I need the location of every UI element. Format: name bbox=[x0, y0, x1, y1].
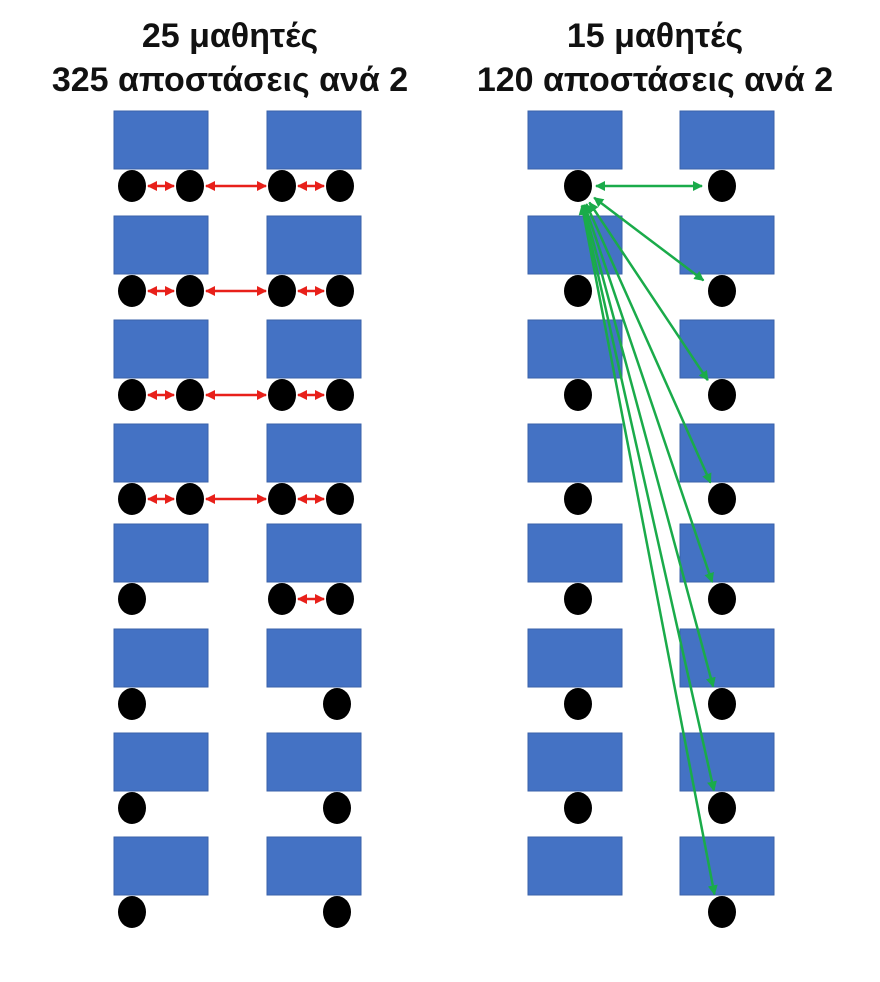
student-left-r1-1 bbox=[118, 170, 146, 202]
right-panel bbox=[527, 110, 775, 928]
student-right-c1-r6 bbox=[564, 688, 592, 720]
student-left-r3-4 bbox=[326, 379, 354, 411]
student-left-r3-2 bbox=[176, 379, 204, 411]
student-right-c2-r7 bbox=[708, 792, 736, 824]
desk-left-r1-c2 bbox=[266, 110, 362, 170]
desk-left-r2-c2 bbox=[266, 215, 362, 275]
student-left-r1-3 bbox=[268, 170, 296, 202]
desk-left-r4-c2 bbox=[266, 423, 362, 483]
student-left-r5-2 bbox=[268, 583, 296, 615]
student-right-c1-r5 bbox=[564, 583, 592, 615]
student-right-c2-r1 bbox=[708, 170, 736, 202]
desk-right-r2-c2 bbox=[679, 215, 775, 275]
desk-left-r3-c1 bbox=[113, 319, 209, 379]
left-student-count: 25 μαθητές bbox=[141, 17, 319, 55]
desk-left-r6-c1 bbox=[113, 628, 209, 688]
desk-right-r4-c1 bbox=[527, 423, 623, 483]
desk-right-r6-c1 bbox=[527, 628, 623, 688]
student-right-c2-r5 bbox=[708, 583, 736, 615]
right-distance-count: 120 αποστάσεις ανά 2 bbox=[476, 61, 834, 99]
green-distance-arrow-r8 bbox=[578, 204, 718, 896]
student-right-c2-r4 bbox=[708, 483, 736, 515]
student-left-r5-1 bbox=[118, 583, 146, 615]
desk-right-r1-c1 bbox=[527, 110, 623, 170]
student-right-c2-r6 bbox=[708, 688, 736, 720]
student-left-r7-2 bbox=[323, 792, 351, 824]
desk-right-r3-c2 bbox=[679, 319, 775, 379]
desk-right-r4-c2 bbox=[679, 423, 775, 483]
desk-left-r5-c1 bbox=[113, 523, 209, 583]
student-left-r7-1 bbox=[118, 792, 146, 824]
desk-right-r8-c1 bbox=[527, 836, 623, 896]
student-left-r1-4 bbox=[326, 170, 354, 202]
right-panel-title: 15 μαθητές 120 αποστάσεις ανά 2 bbox=[445, 14, 865, 102]
left-panel-title: 25 μαθητές 325 αποστάσεις ανά 2 bbox=[20, 14, 440, 102]
student-right-c1-r4 bbox=[564, 483, 592, 515]
desk-right-r6-c2 bbox=[679, 628, 775, 688]
desk-right-r3-c1 bbox=[527, 319, 623, 379]
student-right-c2-r2 bbox=[708, 275, 736, 307]
desk-left-r7-c1 bbox=[113, 732, 209, 792]
right-student-count: 15 μαθητές bbox=[566, 17, 744, 55]
student-left-r1-2 bbox=[176, 170, 204, 202]
student-left-r4-4 bbox=[326, 483, 354, 515]
student-left-r2-4 bbox=[326, 275, 354, 307]
desk-left-r2-c1 bbox=[113, 215, 209, 275]
student-left-r6-2 bbox=[323, 688, 351, 720]
desk-right-r7-c1 bbox=[527, 732, 623, 792]
student-left-r2-1 bbox=[118, 275, 146, 307]
student-left-r8-2 bbox=[323, 896, 351, 928]
desk-right-r5-c1 bbox=[527, 523, 623, 583]
desk-left-r3-c2 bbox=[266, 319, 362, 379]
student-right-c2-r8 bbox=[708, 896, 736, 928]
desk-left-r5-c2 bbox=[266, 523, 362, 583]
left-distance-count: 325 αποστάσεις ανά 2 bbox=[51, 61, 409, 99]
student-left-r8-1 bbox=[118, 896, 146, 928]
student-right-c2-r3 bbox=[708, 379, 736, 411]
desk-left-r1-c1 bbox=[113, 110, 209, 170]
desk-left-r8-c2 bbox=[266, 836, 362, 896]
student-right-c1-r1 bbox=[564, 170, 592, 202]
left-panel bbox=[113, 110, 362, 928]
desk-right-r8-c2 bbox=[679, 836, 775, 896]
desk-left-r4-c1 bbox=[113, 423, 209, 483]
student-left-r6-1 bbox=[118, 688, 146, 720]
desk-right-r2-c1 bbox=[527, 215, 623, 275]
desk-left-r6-c2 bbox=[266, 628, 362, 688]
student-right-c1-r3 bbox=[564, 379, 592, 411]
student-left-r3-3 bbox=[268, 379, 296, 411]
student-right-c1-r7 bbox=[564, 792, 592, 824]
student-left-r4-2 bbox=[176, 483, 204, 515]
desk-left-r8-c1 bbox=[113, 836, 209, 896]
student-left-r4-1 bbox=[118, 483, 146, 515]
student-left-r2-2 bbox=[176, 275, 204, 307]
desk-right-r1-c2 bbox=[679, 110, 775, 170]
student-left-r3-1 bbox=[118, 379, 146, 411]
green-distance-arrow-r7 bbox=[579, 204, 717, 792]
student-left-r4-3 bbox=[268, 483, 296, 515]
student-left-r2-3 bbox=[268, 275, 296, 307]
student-left-r5-3 bbox=[326, 583, 354, 615]
student-right-c1-r2 bbox=[564, 275, 592, 307]
desk-left-r7-c2 bbox=[266, 732, 362, 792]
